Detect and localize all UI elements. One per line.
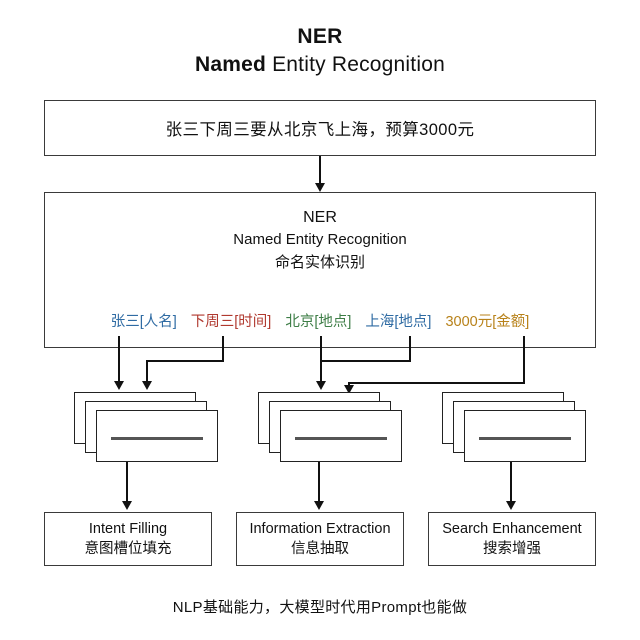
arrow-head-icon [343,385,354,394]
arrow-head-icon [313,501,324,510]
connector-line [320,360,411,363]
ner-line-2: Named Entity Recognition [233,231,407,248]
card-content-line [111,437,203,440]
arrow-head-icon [113,381,124,390]
output-box-intent-filling: Intent Filling 意图槽位填充 [44,512,212,566]
connector-line [523,336,526,384]
stack-group-3 [442,392,588,470]
entity-person: 张三[人名] [110,314,177,330]
ner-line-3: 命名实体识别 [274,254,365,271]
connector-line [118,336,121,384]
output-label-en: Information Extraction [249,521,391,537]
arrow-head-icon [141,381,152,390]
stack-card-front [280,410,402,462]
arrow-head-icon [315,381,326,390]
title-line-2: Named Entity Recognition [0,50,640,80]
stack-card-front [464,410,586,462]
output-text-wrap: Search Enhancement 搜索增强 [429,513,595,565]
connector-line [510,462,513,504]
output-label-en: Search Enhancement [442,521,582,537]
arrow-head-icon [314,183,325,192]
card-content-line [479,437,571,440]
connector-line [409,336,412,362]
title-line-1: NER [297,25,343,48]
output-label-zh: 信息抽取 [291,541,349,557]
ner-line-1: NER [303,209,337,226]
output-box-information-extraction: Information Extraction 信息抽取 [236,512,404,566]
connector-line [318,462,321,504]
entity-location-from: 北京[地点] [285,314,352,330]
ner-process-box: NER Named Entity Recognition 命名实体识别 [44,192,596,348]
ner-text-block: NER Named Entity Recognition 命名实体识别 [45,207,595,274]
entity-label-row: 张三[人名] 下周三[时间] 北京[地点] 上海[地点] 3000元[金额] [0,310,640,331]
output-label-zh: 搜索增强 [483,541,541,557]
page-title: NER Named Entity Recognition [0,24,640,80]
output-label-en: Intent Filling [88,521,168,537]
input-sentence-wrap: 张三下周三要从北京飞上海，预算3000元 [45,101,595,155]
card-content-line [295,437,387,440]
footer-caption: NLP基础能力，大模型时代用Prompt也能做 [172,599,468,616]
connector-line [319,156,322,186]
stack-group-1 [74,392,220,470]
arrow-head-icon [121,501,132,510]
connector-line [126,462,129,504]
connector-line [146,360,224,363]
connector-line [348,382,525,385]
entity-time: 下周三[时间] [190,314,272,330]
connector-line [146,360,149,384]
arrow-head-icon [505,501,516,510]
stack-card-front [96,410,218,462]
stack-group-2 [258,392,404,470]
output-box-search-enhancement: Search Enhancement 搜索增强 [428,512,596,566]
output-label-zh: 意图槽位填充 [84,541,172,557]
input-sentence-box: 张三下周三要从北京飞上海，预算3000元 [44,100,596,156]
entity-location-to: 上海[地点] [365,314,432,330]
output-text-wrap: Information Extraction 信息抽取 [237,513,403,565]
connector-line [222,336,225,362]
title-line-2-bold: Named [195,53,267,76]
entity-amount: 3000元[金额] [445,314,530,330]
output-text-wrap: Intent Filling 意图槽位填充 [45,513,211,565]
title-line-2-rest: Entity Recognition [266,53,445,76]
input-sentence-text: 张三下周三要从北京飞上海，预算3000元 [165,121,475,139]
